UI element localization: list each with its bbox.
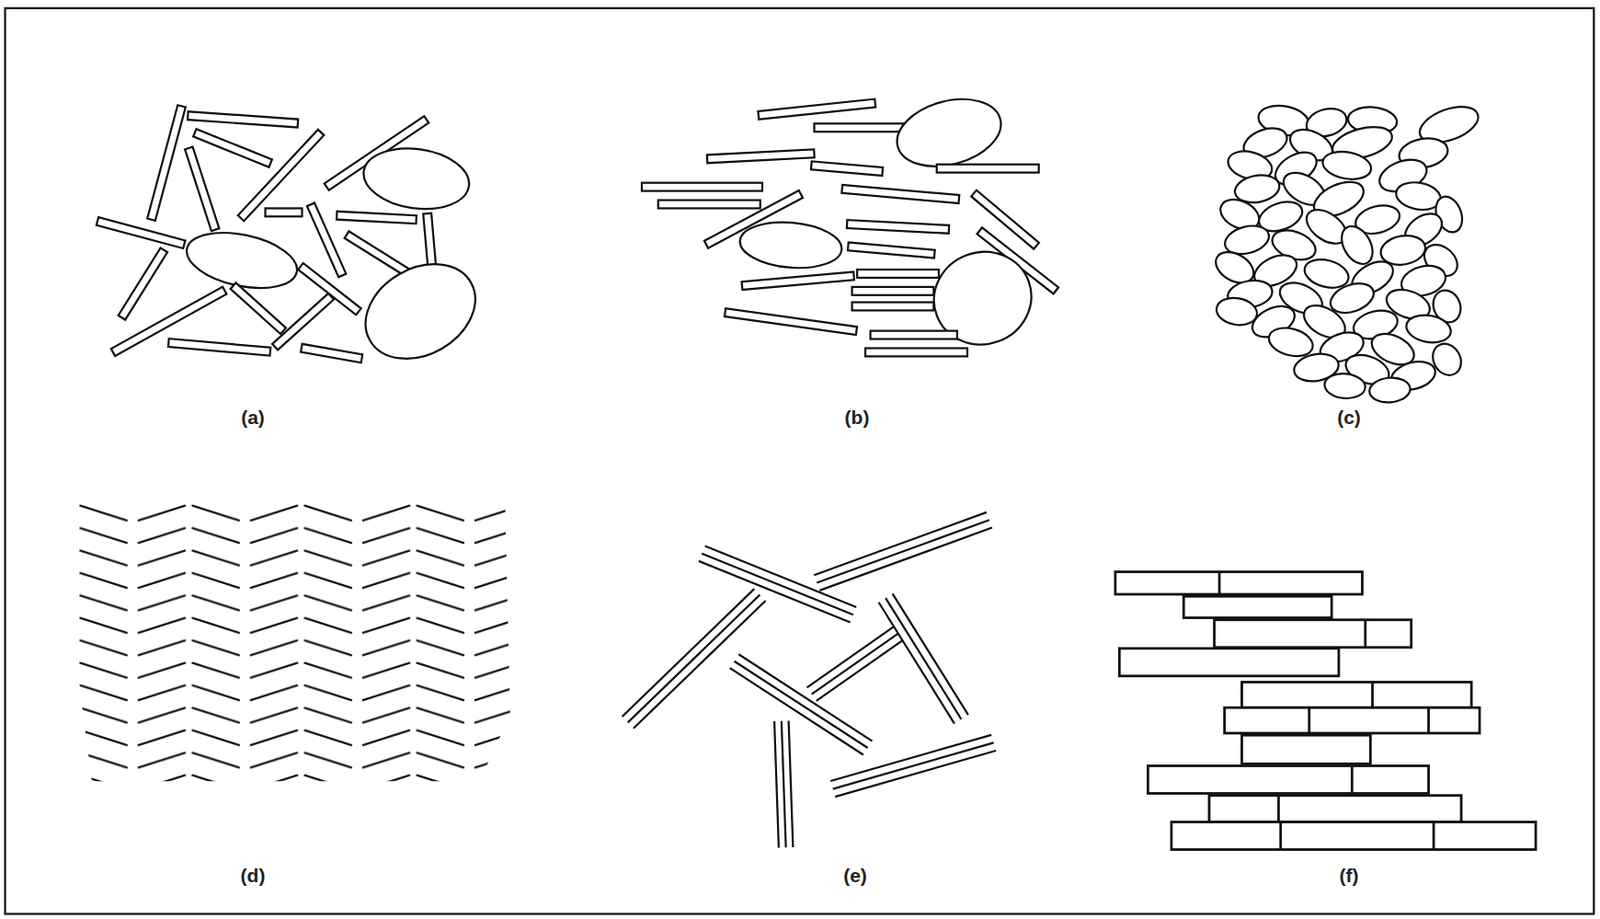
panel-label: (f) xyxy=(1339,864,1360,887)
panel-label: (b) xyxy=(845,406,870,429)
panel-d-herringbone xyxy=(76,502,511,781)
panel-c-grains xyxy=(1210,99,1483,404)
panel-f-bricks xyxy=(1115,571,1536,850)
panel-label: (c) xyxy=(1337,406,1361,429)
frame xyxy=(5,8,1595,915)
panel-e-bundles xyxy=(622,512,997,848)
panel-a-particles xyxy=(96,104,492,378)
panel-label: (a) xyxy=(240,406,265,429)
panel-label: (e) xyxy=(843,864,868,887)
panel-label: (d) xyxy=(240,864,266,887)
panel-b-particles xyxy=(641,88,1059,358)
